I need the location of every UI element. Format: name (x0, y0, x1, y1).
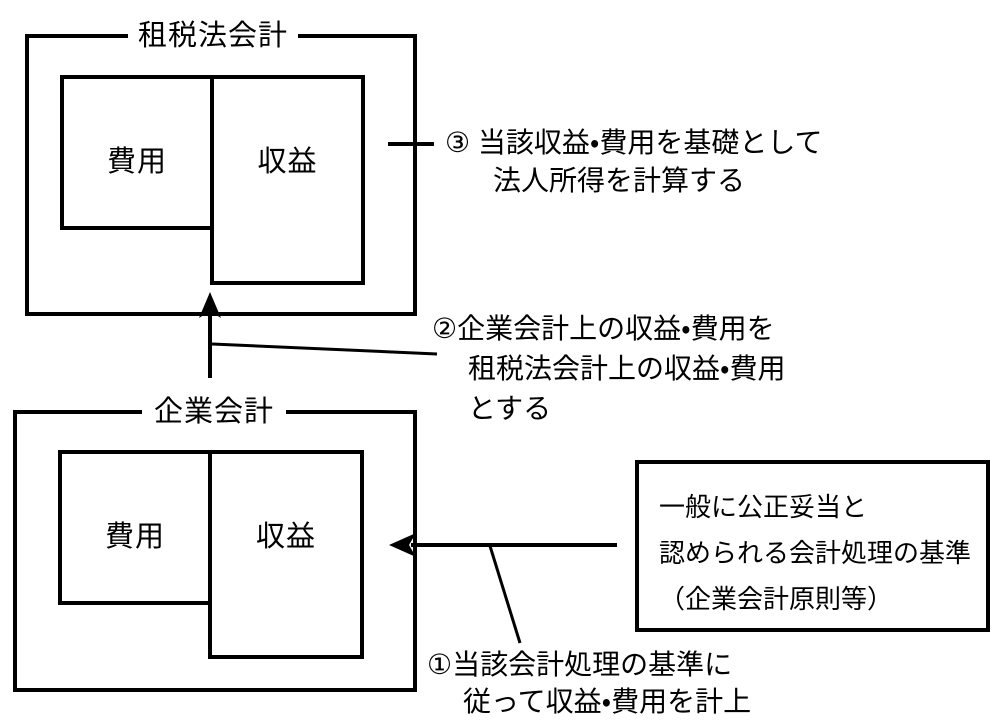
annotation-step1-line1: ①当該会計処理の基準に (427, 649, 733, 680)
annotation-step2-line1: ②企業会計上の収益・費用を (432, 313, 775, 344)
step2-leader-line (211, 342, 438, 356)
standards-line-1: 一般に公正妥当と (659, 492, 868, 522)
corporate-revenue-label: 収益 (255, 521, 316, 553)
annotation-step1: ①当該会計処理の基準に 従って収益・費用を計上 (427, 646, 751, 720)
corporate-revenue-box: 収益 (208, 450, 364, 659)
annotation-step3-line2: 法人所得を計算する (493, 165, 746, 196)
annotation-step3-line1: ③ 当該収益・費用を基礎として (445, 127, 823, 158)
annotation-step2-line2: 租税法会計上の収益・費用 (468, 353, 786, 384)
annotation-step2: ②企業会計上の収益・費用を 租税法会計上の収益・費用 とする (432, 309, 786, 429)
annotation-step2-line3: とする (468, 393, 552, 424)
corporate-expense-label: 費用 (104, 521, 165, 553)
annotation-step3: ③ 当該収益・費用を基礎として 法人所得を計算する (445, 124, 823, 200)
tax-revenue-label: 収益 (257, 146, 318, 178)
tax-expense-box: 費用 (60, 75, 214, 230)
tax-accounting-box-title: 租税法会計 (128, 19, 299, 53)
step1-leader-line (488, 545, 522, 644)
tax-revenue-box: 収益 (210, 75, 365, 285)
corporate-expense-box: 費用 (58, 450, 212, 605)
annotation-step1-line2: 従って収益・費用を計上 (463, 686, 752, 717)
tax-expense-label: 費用 (106, 146, 167, 178)
standards-line-2: 認められる会計処理の基準 (659, 538, 972, 568)
standards-line-3: （企業会計原則等） (659, 584, 894, 614)
accounting-standards-box: 一般に公正妥当と 認められる会計処理の基準 （企業会計原則等） (635, 460, 990, 632)
corporate-accounting-box-title: 企業会計 (142, 395, 287, 429)
